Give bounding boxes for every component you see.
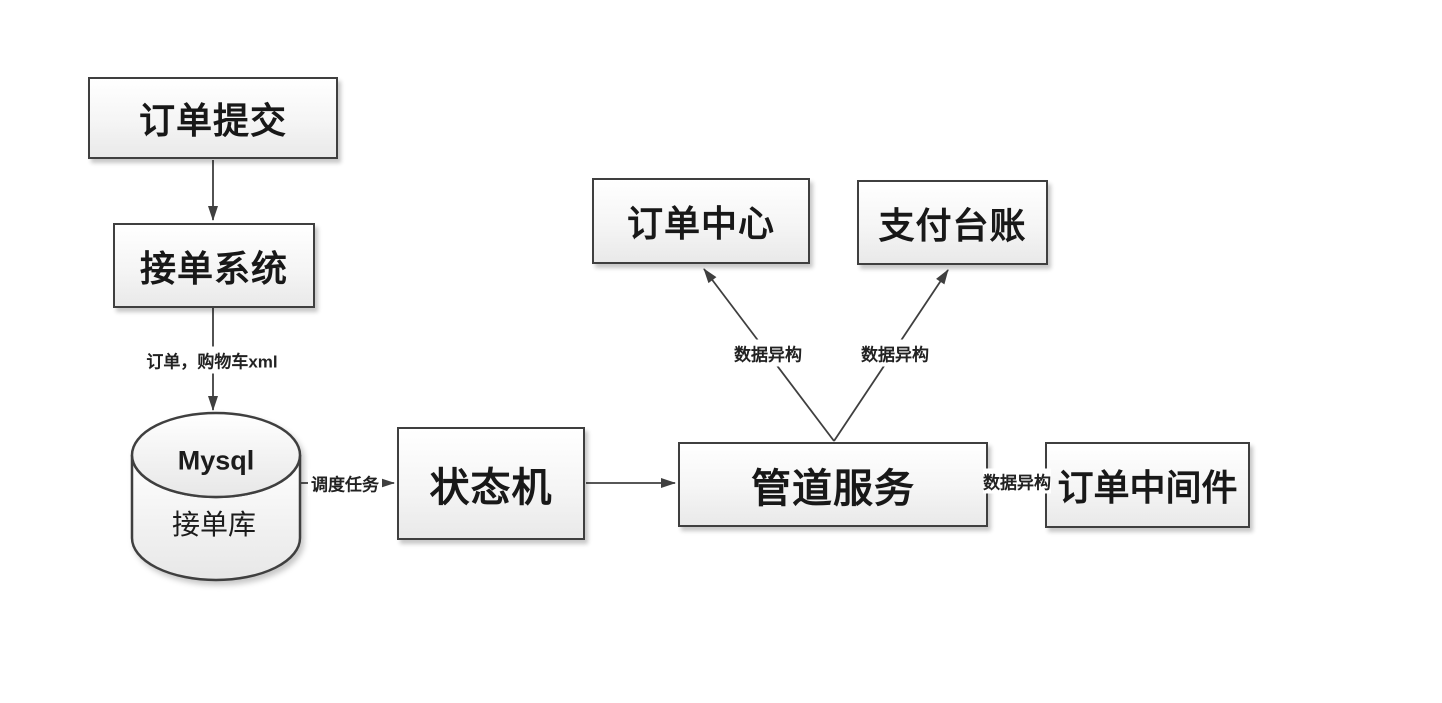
- node-order-system: 接单系统: [113, 223, 315, 308]
- node-state-machine: 状态机: [397, 427, 585, 540]
- database-cylinder-shape: [130, 411, 302, 582]
- edge-label-schedule-task: 调度任务: [308, 469, 382, 497]
- node-pipeline-service: 管道服务: [678, 442, 988, 527]
- node-order-submit: 订单提交: [88, 77, 338, 159]
- edge-label-data-hetero-mid: 数据异构: [983, 468, 1051, 494]
- node-order-center: 订单中心: [592, 178, 810, 264]
- database-title: Mysql: [177, 445, 255, 476]
- edge-label-data-hetero-left: 数据异构: [731, 339, 805, 367]
- edge-label-data-hetero-right: 数据异构: [858, 339, 932, 367]
- database-subtitle: 接单库: [171, 509, 257, 540]
- node-payment-ledger: 支付台账: [857, 180, 1048, 265]
- node-order-middleware: 订单中间件: [1045, 442, 1250, 528]
- edge-label-order-cart-xml: 订单，购物车xml: [143, 346, 281, 374]
